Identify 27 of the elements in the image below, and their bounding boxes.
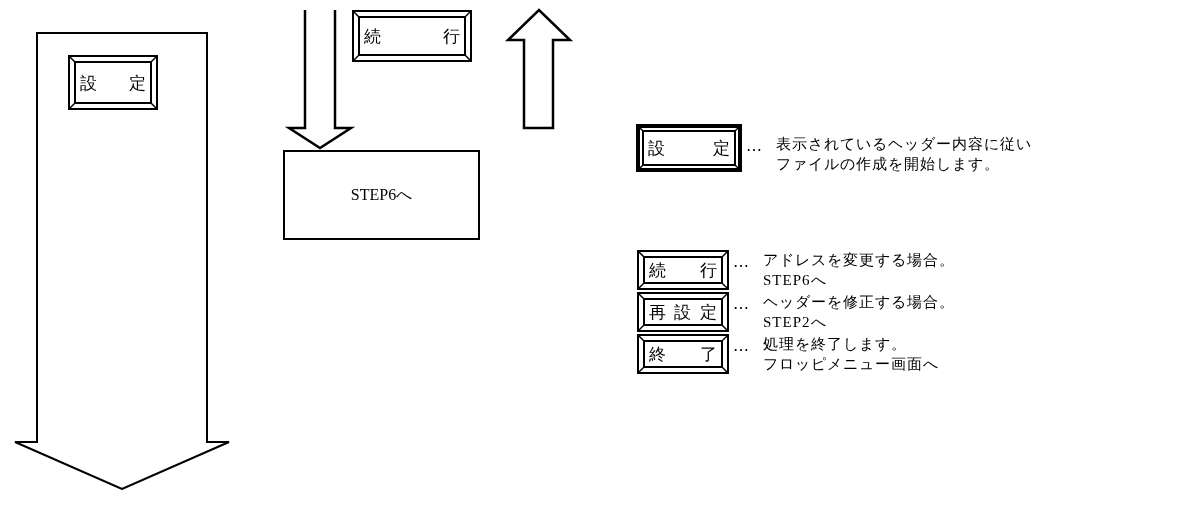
key-label: 設 定 bbox=[648, 139, 730, 157]
description-text: フロッピメニュー画面へ bbox=[763, 355, 940, 374]
key-button bbox=[637, 334, 729, 374]
step-label: STEP6へ bbox=[350, 185, 413, 205]
ellipsis: … bbox=[733, 252, 750, 272]
key-label: 続 行 bbox=[364, 27, 460, 45]
ellipsis: … bbox=[746, 136, 763, 156]
key-button bbox=[636, 124, 742, 172]
key-button bbox=[637, 250, 729, 290]
key-label: 終 了 bbox=[649, 345, 717, 363]
process-box bbox=[283, 150, 480, 240]
key-label: 続 行 bbox=[649, 261, 717, 279]
description-text: STEP6へ bbox=[763, 271, 828, 290]
key-label: 再 設 定 bbox=[649, 303, 717, 321]
block-arrow bbox=[284, 8, 356, 150]
key-button bbox=[68, 55, 158, 110]
block-arrow bbox=[14, 32, 230, 490]
description-text: アドレスを変更する場合。 bbox=[763, 251, 956, 270]
description-text: 処理を終了します。 bbox=[763, 335, 908, 354]
description-text: STEP2へ bbox=[763, 313, 828, 332]
key-button bbox=[352, 10, 472, 62]
ellipsis: … bbox=[733, 294, 750, 314]
key-label: 設 定 bbox=[80, 74, 146, 91]
ellipsis: … bbox=[733, 336, 750, 356]
key-button bbox=[637, 292, 729, 332]
description-text: 表示されているヘッダー内容に従いファイルの作成を開始します。 bbox=[776, 135, 1033, 174]
description-text: ヘッダーを修正する場合。 bbox=[763, 293, 956, 312]
